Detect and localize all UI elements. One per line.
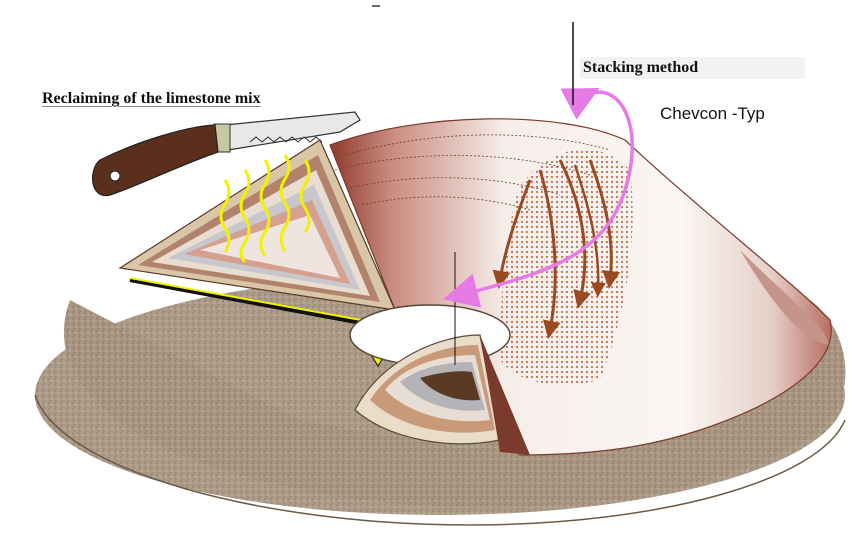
chevcon-type-label: Chevcon -Typ bbox=[660, 104, 765, 124]
reclaiming-label: Reclaiming of the limestone mix bbox=[38, 90, 265, 108]
stacking-method-label: Stacking method bbox=[580, 57, 805, 79]
